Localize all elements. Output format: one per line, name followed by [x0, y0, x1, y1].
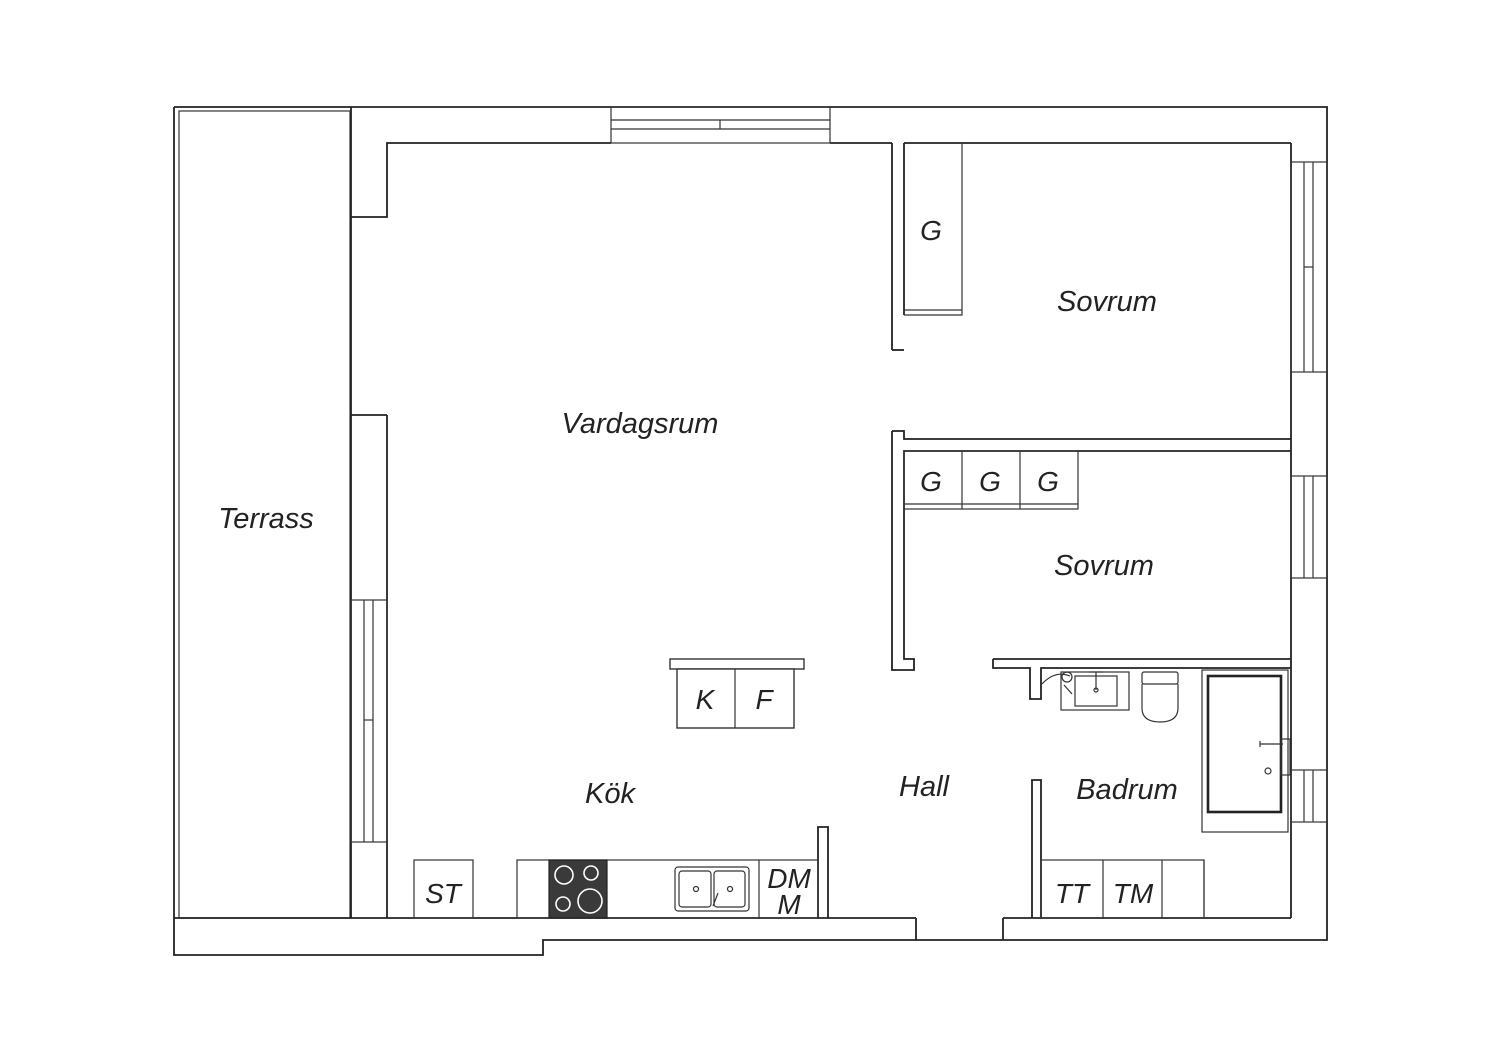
room-label-living-room: Vardagsrum	[562, 408, 719, 440]
kitchen-counter: ST DM M	[413, 859, 819, 920]
fridge-freezer: K F	[669, 658, 805, 729]
wardrobe-label: G	[920, 466, 942, 497]
wardrobe-bedroom-1: G	[904, 143, 963, 316]
bathroom-sink-icon	[1060, 671, 1130, 711]
room-label-kitchen: Kök	[585, 778, 636, 810]
windows	[350, 106, 1328, 843]
room-label-bedroom-2: Sovrum	[1054, 550, 1154, 582]
wardrobe-label: G	[979, 466, 1001, 497]
dishwasher-label: M	[777, 889, 801, 920]
dishwasher-label: DM	[767, 863, 811, 894]
toilet-icon	[1141, 671, 1179, 723]
room-label-bedroom-1: Sovrum	[1057, 286, 1157, 318]
room-label-terrace: Terrass	[218, 503, 314, 535]
shower-icon	[1041, 671, 1073, 695]
washing-machine-label: TM	[1113, 878, 1154, 909]
stove-icon	[548, 859, 608, 919]
wardrobes-bedroom-2: G G G	[903, 450, 1079, 510]
storage-label: ST	[425, 878, 463, 909]
wardrobe-label: G	[1037, 466, 1059, 497]
room-labels: Terrass Vardagsrum Sovrum Sovrum Kök Hal…	[218, 286, 1178, 810]
kitchen-sink-icon	[674, 866, 750, 912]
fridge-label: K	[696, 684, 716, 715]
room-label-bathroom: Badrum	[1076, 774, 1178, 806]
wardrobe-label: G	[920, 215, 942, 246]
freezer-label: F	[755, 684, 774, 715]
exterior-walls	[173, 106, 1328, 956]
room-label-hall: Hall	[899, 771, 951, 803]
bathtub-icon	[1201, 669, 1291, 833]
tumble-dryer-label: TT	[1055, 878, 1091, 909]
bathroom-fixtures: TT TM	[1040, 669, 1291, 919]
